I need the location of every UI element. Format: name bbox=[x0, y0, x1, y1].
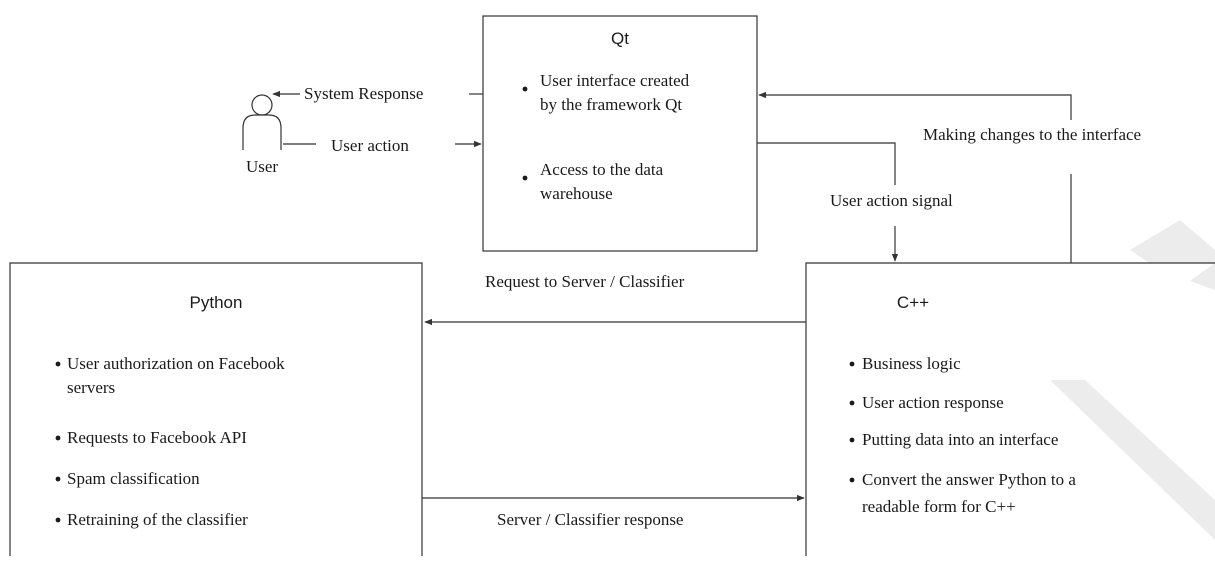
system-response-label: System Response bbox=[304, 84, 423, 103]
python-bullet-item: User authorization on Facebook servers bbox=[55, 354, 285, 397]
bullet-dot bbox=[55, 476, 61, 482]
bullet-dot bbox=[55, 517, 61, 523]
qt-bullet-text: Access to the data bbox=[540, 160, 664, 179]
bullet-dot bbox=[55, 361, 61, 367]
qt-bullet-text: User interface created bbox=[540, 71, 690, 90]
making-changes-label: Making changes to the interface bbox=[923, 125, 1141, 144]
python-bullet-text: User authorization on Facebook bbox=[67, 354, 285, 373]
python-bullet-item: Retraining of the classifier bbox=[55, 510, 248, 529]
python-title: Python bbox=[190, 293, 243, 312]
qt-bullet-item: User interface created by the framework Q… bbox=[522, 71, 690, 114]
cpp-bullet-text: User action response bbox=[862, 393, 1004, 412]
user-action-label: User action bbox=[331, 136, 409, 155]
bullet-dot bbox=[849, 437, 855, 443]
cpp-box bbox=[805, 262, 1215, 556]
qt-title: Qt bbox=[611, 29, 629, 48]
qt-box bbox=[482, 15, 758, 252]
bullet-dot bbox=[849, 400, 855, 406]
python-bullet-text: Requests to Facebook API bbox=[67, 428, 247, 447]
bullet-dot bbox=[849, 361, 855, 367]
cpp-bullet-item: Putting data into an interface bbox=[849, 430, 1058, 449]
python-bullet-item: Requests to Facebook API bbox=[55, 428, 247, 447]
python-bullet-list: User authorization on Facebook serversReq… bbox=[55, 354, 285, 529]
cpp-bullet-item: User action response bbox=[849, 393, 1004, 412]
cpp-bullet-item: Business logic bbox=[849, 354, 961, 373]
python-bullet-text: servers bbox=[67, 378, 115, 397]
cpp-title: C++ bbox=[897, 293, 929, 312]
bullet-dot bbox=[849, 477, 855, 483]
user-label: User bbox=[246, 157, 278, 176]
user-action-signal-arrow bbox=[757, 142, 896, 185]
qt-bullet-item: Access to the data warehouse bbox=[522, 160, 664, 203]
python-bullet-item: Spam classification bbox=[55, 469, 200, 488]
cpp-bullet-item: Convert the answer Python to a readable f… bbox=[849, 470, 1076, 516]
qt-bullet-list: User interface created by the framework Q… bbox=[522, 71, 690, 203]
request-label: Request to Server / Classifier bbox=[485, 272, 685, 291]
response-label: Server / Classifier response bbox=[497, 510, 683, 529]
bullet-dot bbox=[522, 86, 528, 92]
python-box bbox=[9, 262, 423, 556]
user-icon bbox=[242, 94, 282, 150]
python-bullet-text: Retraining of the classifier bbox=[67, 510, 248, 529]
cpp-bullet-text: readable form for C++ bbox=[862, 497, 1016, 516]
qt-bullet-text: warehouse bbox=[540, 184, 613, 203]
qt-bullet-text: by the framework Qt bbox=[540, 95, 682, 114]
cpp-bullet-text: Convert the answer Python to a bbox=[862, 470, 1076, 489]
cpp-bullet-text: Putting data into an interface bbox=[862, 430, 1058, 449]
bullet-dot bbox=[522, 175, 528, 181]
bullet-dot bbox=[55, 435, 61, 441]
python-bullet-text: Spam classification bbox=[67, 469, 200, 488]
user-action-signal-label: User action signal bbox=[830, 191, 953, 210]
cpp-bullet-text: Business logic bbox=[862, 354, 961, 373]
